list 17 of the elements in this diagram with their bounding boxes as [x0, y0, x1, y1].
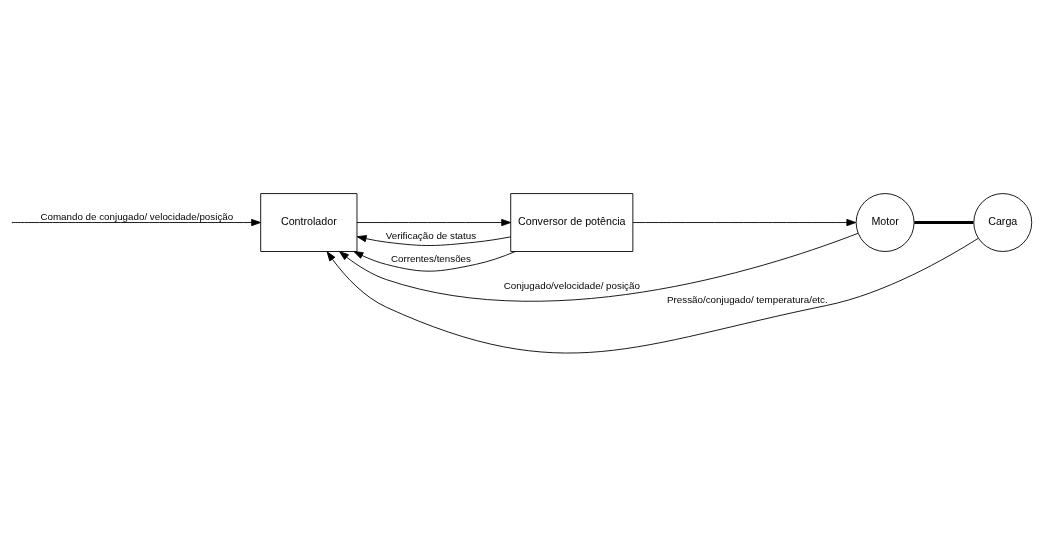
edge-label: Verificação de status: [385, 230, 477, 242]
arrow: [356, 218, 512, 227]
arrow: [339, 232, 859, 302]
arrow: [12, 218, 261, 227]
connector: [914, 221, 974, 225]
edge-label: Correntes/tensões: [390, 252, 471, 264]
node-circle: Motor: [855, 193, 915, 252]
edge-label: Conjugado/velocidade/ posição: [503, 280, 640, 292]
node-circle: Carga: [973, 193, 1033, 252]
node-box: Conversor de potência: [510, 193, 634, 252]
arrow: [326, 237, 979, 354]
arrow: [356, 235, 512, 246]
arrow: [632, 218, 857, 227]
node-box: Controlador: [260, 193, 358, 252]
edge-label: Pressão/conjugado/ temperatura/etc.: [667, 293, 828, 305]
arrow: [353, 251, 516, 272]
edge-label: Comando de conjugado/ velocidade/posição: [40, 210, 234, 222]
